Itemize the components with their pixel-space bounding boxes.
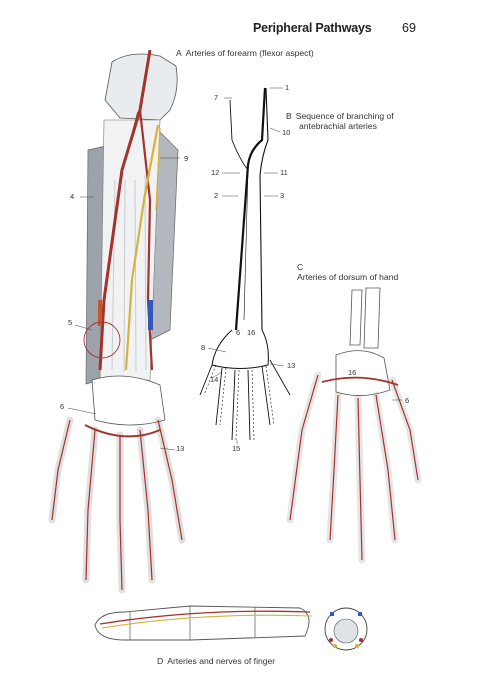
label-a-5: 5 [68,318,73,327]
page-header-title: Peripheral Pathways [253,21,372,35]
label-b-8: 8 [201,343,206,352]
label-b-14: 14 [210,375,219,384]
caption-b-letter: B [286,111,292,121]
label-a-4: 4 [70,192,75,201]
label-b-12: 12 [211,168,220,177]
label-b-11: 11 [280,168,288,177]
label-c-16: 16 [348,368,357,377]
label-a-13: 13 [176,444,185,453]
label-b-7: 7 [214,93,219,102]
label-b-1: 1 [285,83,290,92]
caption-d-text: Arteries and nerves of finger [167,656,276,666]
page-number: 69 [402,21,416,35]
caption-a-letter: A [176,48,182,58]
label-a-6: 6 [60,402,65,411]
label-b-13: 13 [287,361,296,370]
label-a-9: 9 [184,154,189,163]
label-b-3: 3 [280,191,285,200]
label-b-10: 10 [282,128,291,137]
caption-c: C Arteries of dorsum of hand [297,262,398,282]
label-b-6: 6 [236,328,241,337]
label-c-6: 6 [405,396,410,405]
label-b-2: 2 [214,191,219,200]
caption-c-text: Arteries of dorsum of hand [297,272,399,282]
label-b-16: 16 [247,328,256,337]
caption-c-letter: C [297,262,304,272]
caption-b-line1: Sequence of branching of [295,111,394,121]
caption-b-line2: antebrachial arteries [299,121,377,131]
caption-d-letter: D [157,656,164,666]
caption-a-text: Arteries of forearm (flexor aspect) [185,48,314,58]
label-b-15: 15 [232,444,241,453]
